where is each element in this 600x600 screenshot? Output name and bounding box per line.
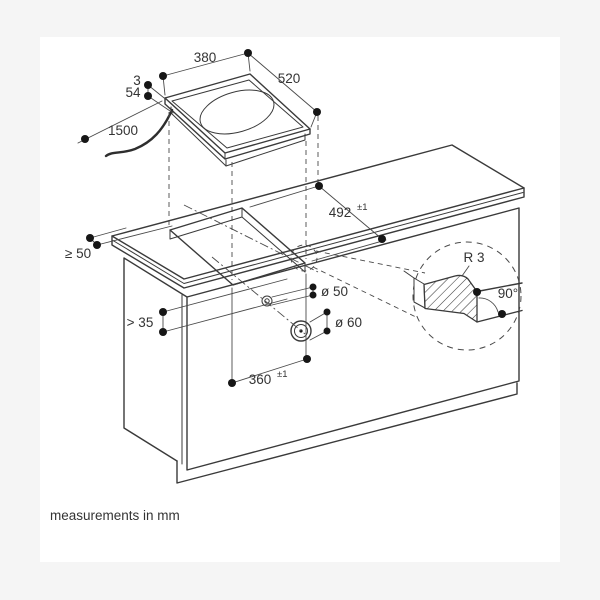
dim-3-label: 3 bbox=[133, 73, 141, 88]
cabinet-side-panel bbox=[123, 257, 188, 462]
power-cable bbox=[104, 108, 174, 158]
dim-492-label: 492 bbox=[329, 205, 352, 220]
dim-520-label: 520 bbox=[278, 71, 301, 86]
dim-hole60-label: ø 60 bbox=[335, 315, 362, 330]
footer-note: measurements in mm bbox=[50, 508, 180, 523]
dimension-dots bbox=[81, 49, 386, 387]
dim-360-label: 360 bbox=[249, 372, 272, 387]
dim-min50-label: ≥ 50 bbox=[65, 246, 91, 261]
worktop-edge-band bbox=[112, 192, 524, 284]
section-cut-top-edge bbox=[476, 282, 523, 293]
cabinet-front-panel bbox=[186, 207, 520, 471]
dim-hole50-label: ø 50 bbox=[321, 284, 348, 299]
dim-360-tolerance: ±1 bbox=[277, 369, 288, 380]
drawing-area bbox=[40, 37, 560, 562]
shaft-hole bbox=[261, 295, 273, 307]
cooktop-glass-rim bbox=[171, 79, 304, 149]
detail-magnifier-circle bbox=[412, 241, 522, 351]
cutout-inner-walls bbox=[169, 207, 306, 273]
worktop-slab-edge bbox=[111, 187, 525, 289]
dim-380-label: 380 bbox=[194, 50, 217, 65]
cooking-zone bbox=[199, 89, 275, 135]
detail-marker-circle bbox=[290, 244, 318, 272]
centerline-knob-shaft bbox=[211, 256, 306, 335]
cabinet-drawing bbox=[111, 144, 525, 484]
cabinet-plinth bbox=[176, 382, 518, 484]
dimension-lines bbox=[77, 52, 387, 384]
centerline-cutout bbox=[183, 204, 319, 273]
edge-detail bbox=[290, 241, 523, 351]
detail-radius-label: R 3 bbox=[463, 250, 484, 265]
dim-min35-label: > 35 bbox=[127, 315, 154, 330]
dim-492-tolerance: ±1 bbox=[357, 202, 368, 213]
dimension-labels: 380 520 3 54 1500 ≥ 50 > 35 492 ±1 360 ±… bbox=[65, 50, 518, 387]
cooktop-drawing bbox=[104, 73, 311, 167]
projection-lines bbox=[168, 112, 319, 280]
dim-1500-label: 1500 bbox=[108, 123, 138, 138]
angle-arc bbox=[478, 297, 499, 313]
dim-54-label: 54 bbox=[125, 85, 141, 100]
detail-angle-label: 90° bbox=[498, 286, 518, 301]
control-knob bbox=[290, 320, 312, 342]
section-hatched-face bbox=[423, 274, 478, 323]
control-knob-face bbox=[294, 324, 308, 338]
radius-leader bbox=[461, 265, 470, 277]
